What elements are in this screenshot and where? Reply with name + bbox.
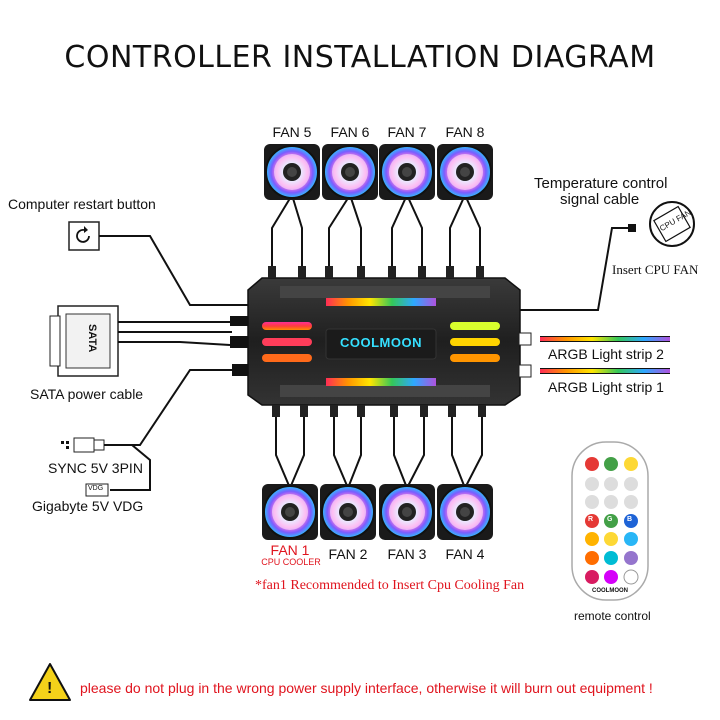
- fan-5-label: FAN 5: [272, 124, 312, 140]
- sync-connector-icon: [61, 437, 105, 453]
- sata-plug: [230, 316, 248, 326]
- restart-button-label: Computer restart button: [8, 196, 156, 212]
- remote-brand: COOLMOON: [592, 588, 628, 594]
- sata-cable-label: SATA power cable: [30, 386, 144, 402]
- warning-icon: [29, 663, 71, 701]
- sync-label: SYNC 5V 3PIN: [48, 460, 143, 476]
- temperature-plug: [628, 224, 636, 232]
- top-fan-cables: [271, 194, 481, 266]
- bottom-connectors: [272, 405, 486, 417]
- remote-g-button: G: [607, 516, 613, 523]
- remote-r-button: R: [588, 516, 594, 523]
- fan1-note: *fan1 Recommended to Insert Cpu Cooling …: [255, 578, 525, 593]
- sata-connector-icon: [49, 305, 119, 377]
- fan-1-label: FAN 1: [270, 542, 310, 558]
- remote-control: [571, 441, 649, 601]
- sata-plug-2: [230, 336, 248, 348]
- warning-exclamation: !: [47, 680, 53, 697]
- fan-8-label: FAN 8: [445, 124, 485, 140]
- vdg-cable: [110, 444, 151, 491]
- vdg-plug-icon: [85, 483, 109, 497]
- warning-text: please do not plug in the wrong power su…: [80, 680, 653, 696]
- argb-strip-2: [518, 332, 670, 346]
- fan-6-label: FAN 6: [330, 124, 370, 140]
- bottom-fan-cables: [275, 417, 483, 489]
- fan-7-label: FAN 7: [387, 124, 427, 140]
- page-title: CONTROLLER INSTALLATION DIAGRAM: [64, 40, 656, 75]
- vdg-tag: VDG: [88, 485, 104, 492]
- restart-button-icon: [68, 221, 100, 251]
- remote-caption: remote control: [574, 609, 651, 623]
- gigabyte-label: Gigabyte 5V VDG: [32, 498, 144, 514]
- restart-cable: [99, 235, 248, 306]
- top-connectors: [268, 266, 484, 278]
- argb-strip-1: [518, 364, 670, 378]
- insert-cpu-fan-label: Insert CPU FAN: [612, 262, 699, 277]
- sata-plug-text: SATA: [86, 324, 98, 353]
- temp-label-line1: Temperature control: [534, 175, 668, 192]
- fan-3-label: FAN 3: [387, 546, 427, 562]
- sync-cable: [104, 369, 232, 446]
- fan-4-label: FAN 4: [445, 546, 485, 562]
- argb-strip-1-label: ARGB Light strip 1: [548, 379, 664, 395]
- argb-strip-2-label: ARGB Light strip 2: [548, 346, 664, 362]
- bottom-fans: [261, 483, 494, 541]
- fan-2-label: FAN 2: [328, 546, 368, 562]
- controller-hub: [247, 277, 521, 406]
- fan-1-sublabel: CPU COOLER: [261, 557, 321, 567]
- temperature-cable: [520, 227, 630, 311]
- hub-brand: COOLMOON: [340, 335, 422, 350]
- sync-plug: [232, 364, 248, 376]
- top-fans: [263, 143, 494, 201]
- sata-cables: [118, 321, 232, 346]
- temp-label-line2: signal cable: [560, 191, 640, 208]
- cpu-fan-icon: [649, 201, 695, 247]
- remote-b-button: B: [627, 516, 633, 523]
